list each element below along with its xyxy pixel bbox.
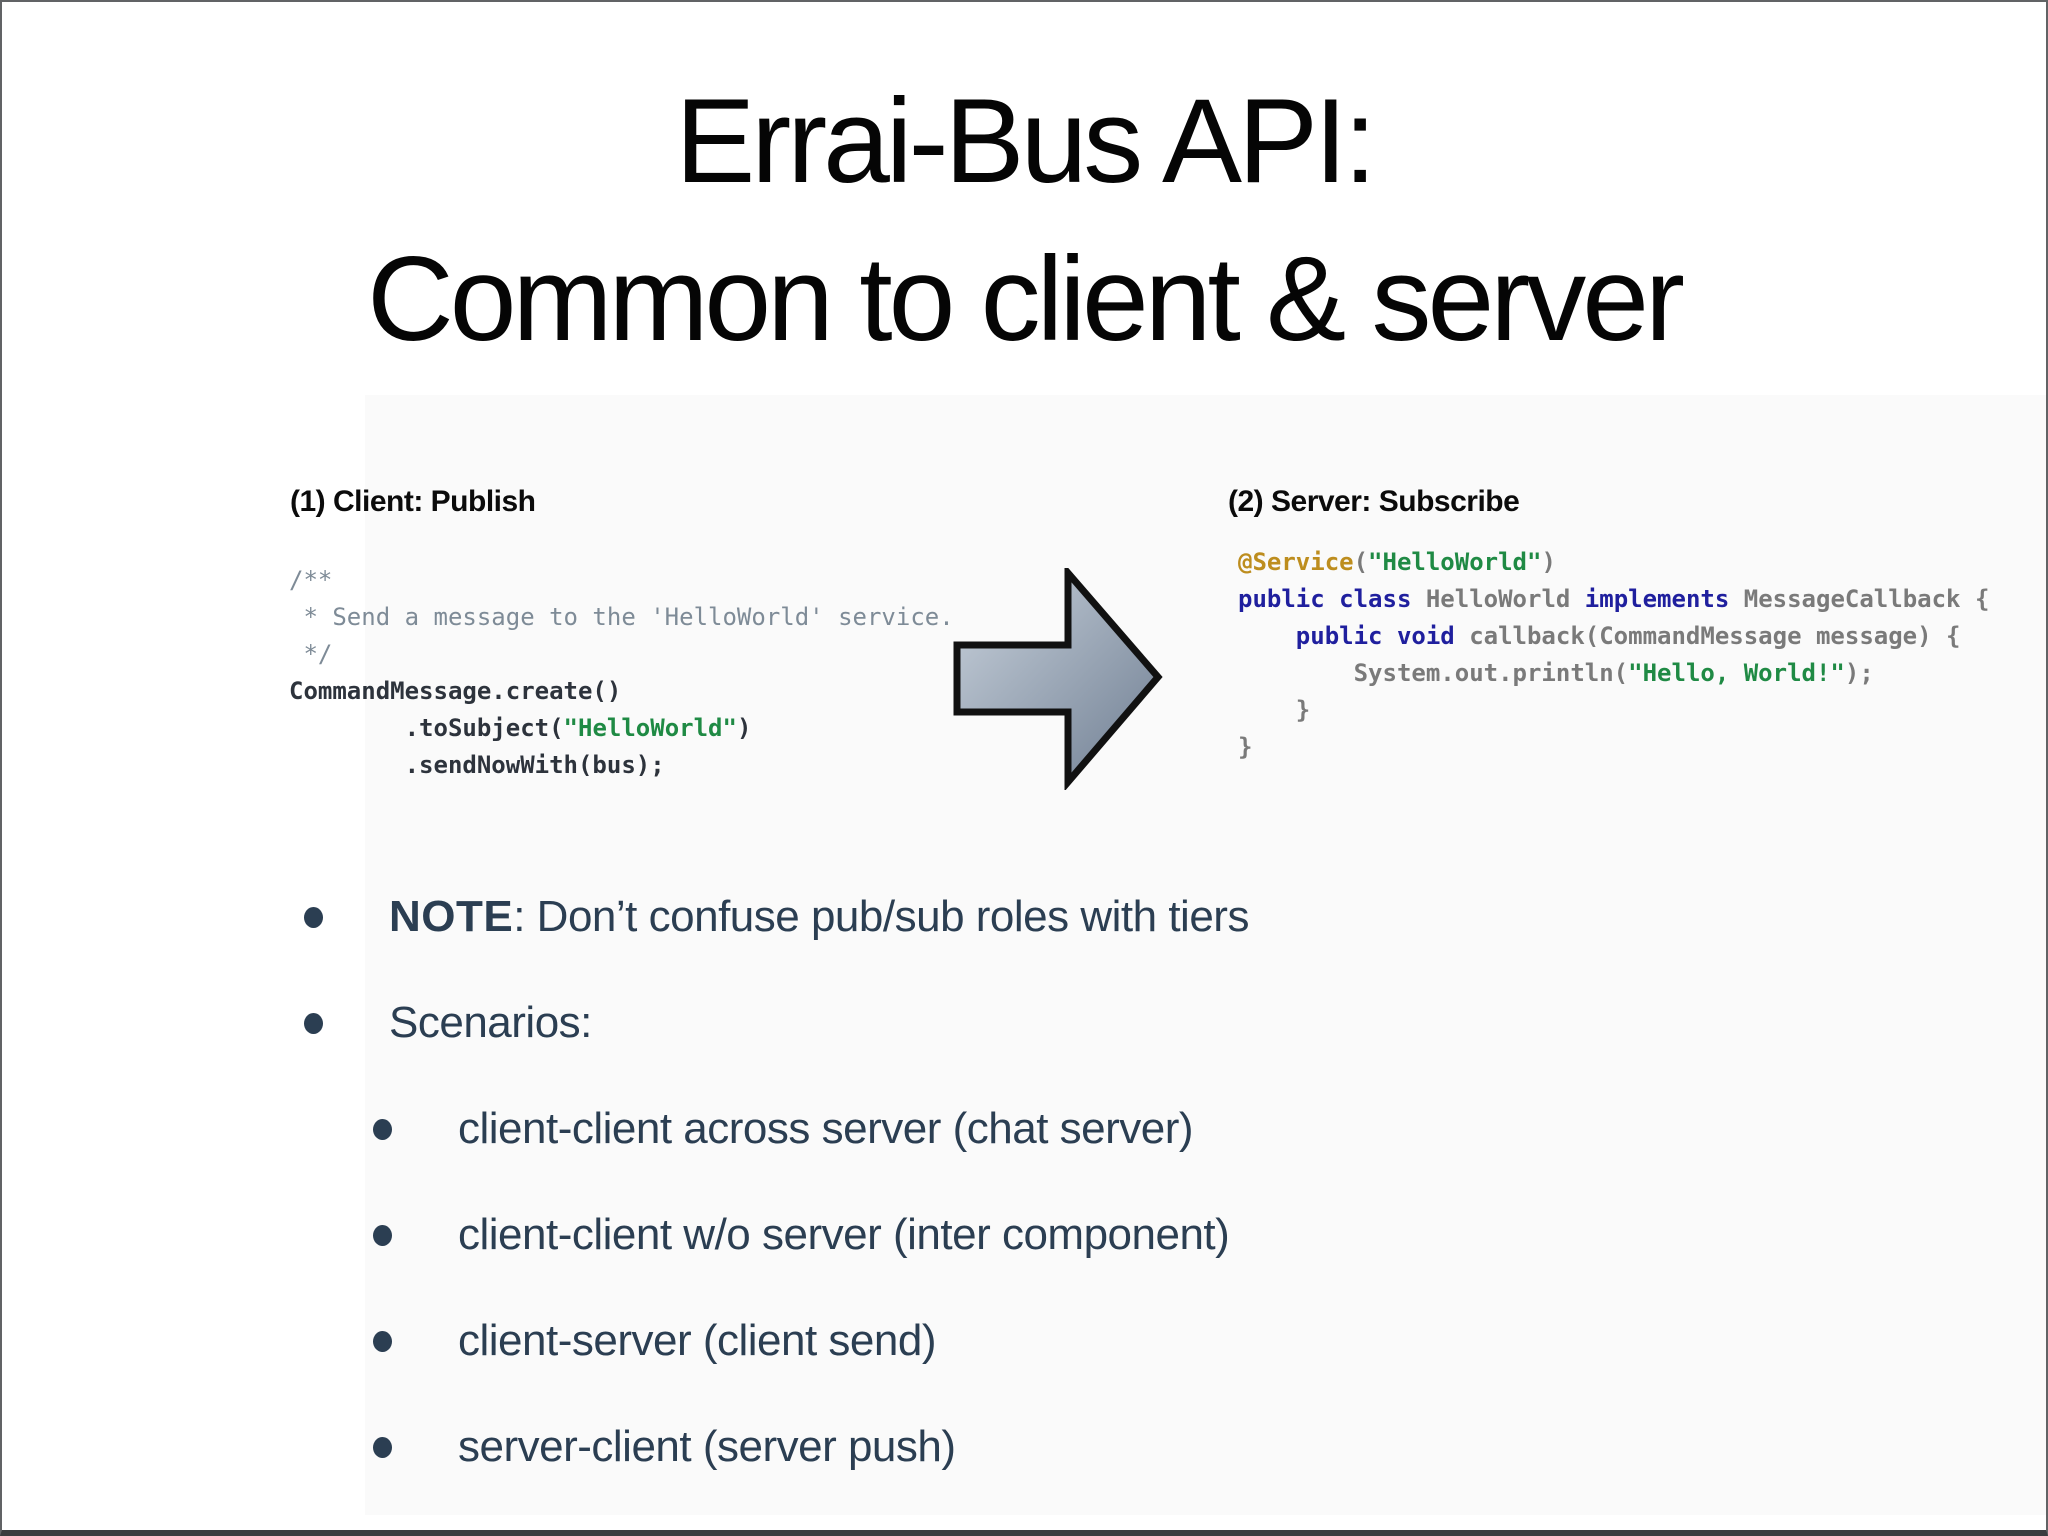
bullet-dot-icon (373, 1330, 392, 1352)
right-arrow-icon (953, 568, 1163, 790)
code-token: public class (1238, 585, 1426, 613)
code-token: ) (736, 714, 752, 742)
code-line: CommandMessage.create() (289, 673, 989, 710)
client-publish-header: (1) Client: Publish (290, 485, 536, 518)
code-line: } (1238, 692, 2046, 729)
code-token: HelloWorld (1425, 585, 1585, 613)
bullet-dot-icon (373, 1436, 392, 1458)
code-token: callback(CommandMessage message) { (1469, 622, 1961, 650)
code-token: .toSubject( (289, 714, 564, 742)
code-token: "Hello, World!" (1628, 659, 1845, 687)
content-background (365, 395, 2046, 1515)
code-line: * Send a message to the 'HelloWorld' ser… (289, 599, 989, 636)
code-token: ) (1541, 548, 1556, 576)
bullet-item: client-client across server (chat server… (373, 1099, 1924, 1159)
code-token: ); (1844, 659, 1874, 687)
code-line: .sendNowWith(bus); (289, 747, 989, 784)
bullet-item: NOTE: Don’t confuse pub/sub roles with t… (304, 887, 1924, 947)
slide-title: Errai-Bus API: Common to client & server (2, 62, 2046, 378)
bullet-item: Scenarios: (304, 993, 1924, 1053)
code-token: ( (1353, 548, 1369, 576)
code-token: .sendNowWith(bus); (289, 751, 665, 779)
bullet-text: Scenarios: (389, 993, 592, 1053)
bullet-text: client-client w/o server (inter componen… (458, 1205, 1230, 1265)
code-token: System.out.println( (1238, 659, 1629, 687)
code-line: .toSubject("HelloWorld") (289, 710, 989, 747)
code-line: */ (289, 636, 989, 673)
code-line: public class HelloWorld implements Messa… (1238, 581, 2046, 618)
code-line: /** (289, 562, 989, 599)
bullet-text: client-client across server (chat server… (458, 1099, 1194, 1159)
code-line: @Service("HelloWorld") (1238, 544, 2046, 581)
code-token: */ (289, 640, 333, 668)
code-left: /** * Send a message to the 'HelloWorld'… (289, 562, 989, 784)
bullet-dot-icon (373, 1118, 392, 1140)
server-subscribe-header: (2) Server: Subscribe (1228, 485, 1520, 518)
bullet-dot-icon (304, 906, 323, 928)
code-token (1238, 622, 1296, 650)
code-line: System.out.println("Hello, World!"); (1238, 655, 2046, 692)
code-token: CommandMessage.create() (289, 677, 622, 705)
bullet-item: client-server (client send) (373, 1311, 1924, 1371)
code-line: public void callback(CommandMessage mess… (1238, 618, 2046, 655)
bullet-text-part: server-client (server push) (458, 1422, 956, 1471)
bullet-dot-icon (373, 1224, 392, 1246)
code-token: /** (289, 566, 333, 594)
code-line: } (1238, 729, 2046, 766)
code-token: implements (1584, 585, 1744, 613)
slide-title-line1: Errai-Bus API: (675, 74, 1377, 208)
code-token: } (1238, 733, 1253, 761)
bullet-text-part: client-client across server (chat server… (458, 1104, 1194, 1153)
bullet-text: server-client (server push) (458, 1417, 956, 1477)
bullet-text-part: NOTE (389, 892, 514, 941)
bullet-item: client-client w/o server (inter componen… (373, 1205, 1924, 1265)
client-code-block: /** * Send a message to the 'HelloWorld'… (289, 562, 989, 784)
code-token: @Service (1238, 548, 1354, 576)
bullet-text-part: Scenarios: (389, 998, 592, 1047)
bullet-text: NOTE: Don’t confuse pub/sub roles with t… (389, 887, 1249, 947)
code-token: } (1238, 696, 1311, 724)
code-token: public void (1295, 622, 1470, 650)
code-token: "HelloWorld" (1368, 548, 1542, 576)
code-token: MessageCallback { (1743, 585, 1990, 613)
bullet-text-part: : Don’t confuse pub/sub roles with tiers (513, 892, 1249, 941)
bullet-list: NOTE: Don’t confuse pub/sub roles with t… (304, 887, 1924, 1477)
bullet-item: server-client (server push) (373, 1417, 1924, 1477)
server-code-block: @Service("HelloWorld")public class Hello… (1238, 544, 2046, 766)
bullet-dot-icon (304, 1012, 323, 1034)
bullet-text-part: client-server (client send) (458, 1316, 937, 1365)
bullet-text-part: client-client w/o server (inter componen… (458, 1210, 1230, 1259)
code-right: @Service("HelloWorld")public class Hello… (1238, 544, 2046, 766)
slide-title-line2: Common to client & server (367, 232, 1685, 366)
code-token: * Send a message to the 'HelloWorld' ser… (289, 603, 954, 631)
right-arrow-shape (953, 568, 1163, 790)
bullet-text: client-server (client send) (458, 1311, 937, 1371)
code-token: "HelloWorld" (563, 714, 737, 742)
